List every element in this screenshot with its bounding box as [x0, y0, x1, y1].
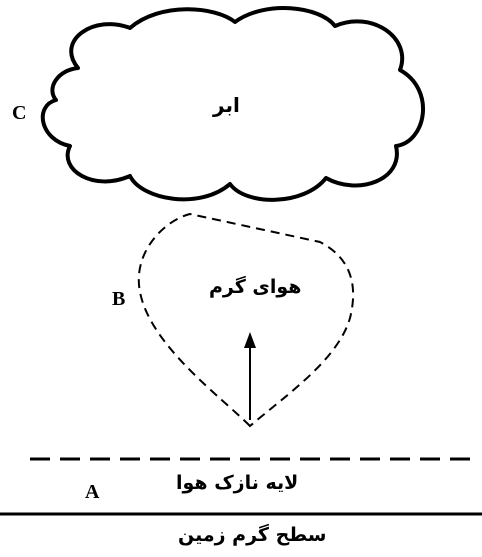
- rising-arrow-head: [244, 332, 256, 348]
- warm-air-bubble: [137, 212, 355, 428]
- cloud-text: ابر: [213, 93, 240, 117]
- label-c: C: [12, 102, 27, 124]
- warm-air-text: هوای گرم: [209, 276, 302, 298]
- label-b: B: [112, 288, 126, 310]
- thin-air-layer-text: لایه نازک هوا: [176, 472, 299, 494]
- cloud-shape: [40, 6, 425, 202]
- warm-ground-text: سطح گرم زمین: [178, 524, 327, 546]
- label-a: A: [85, 481, 100, 503]
